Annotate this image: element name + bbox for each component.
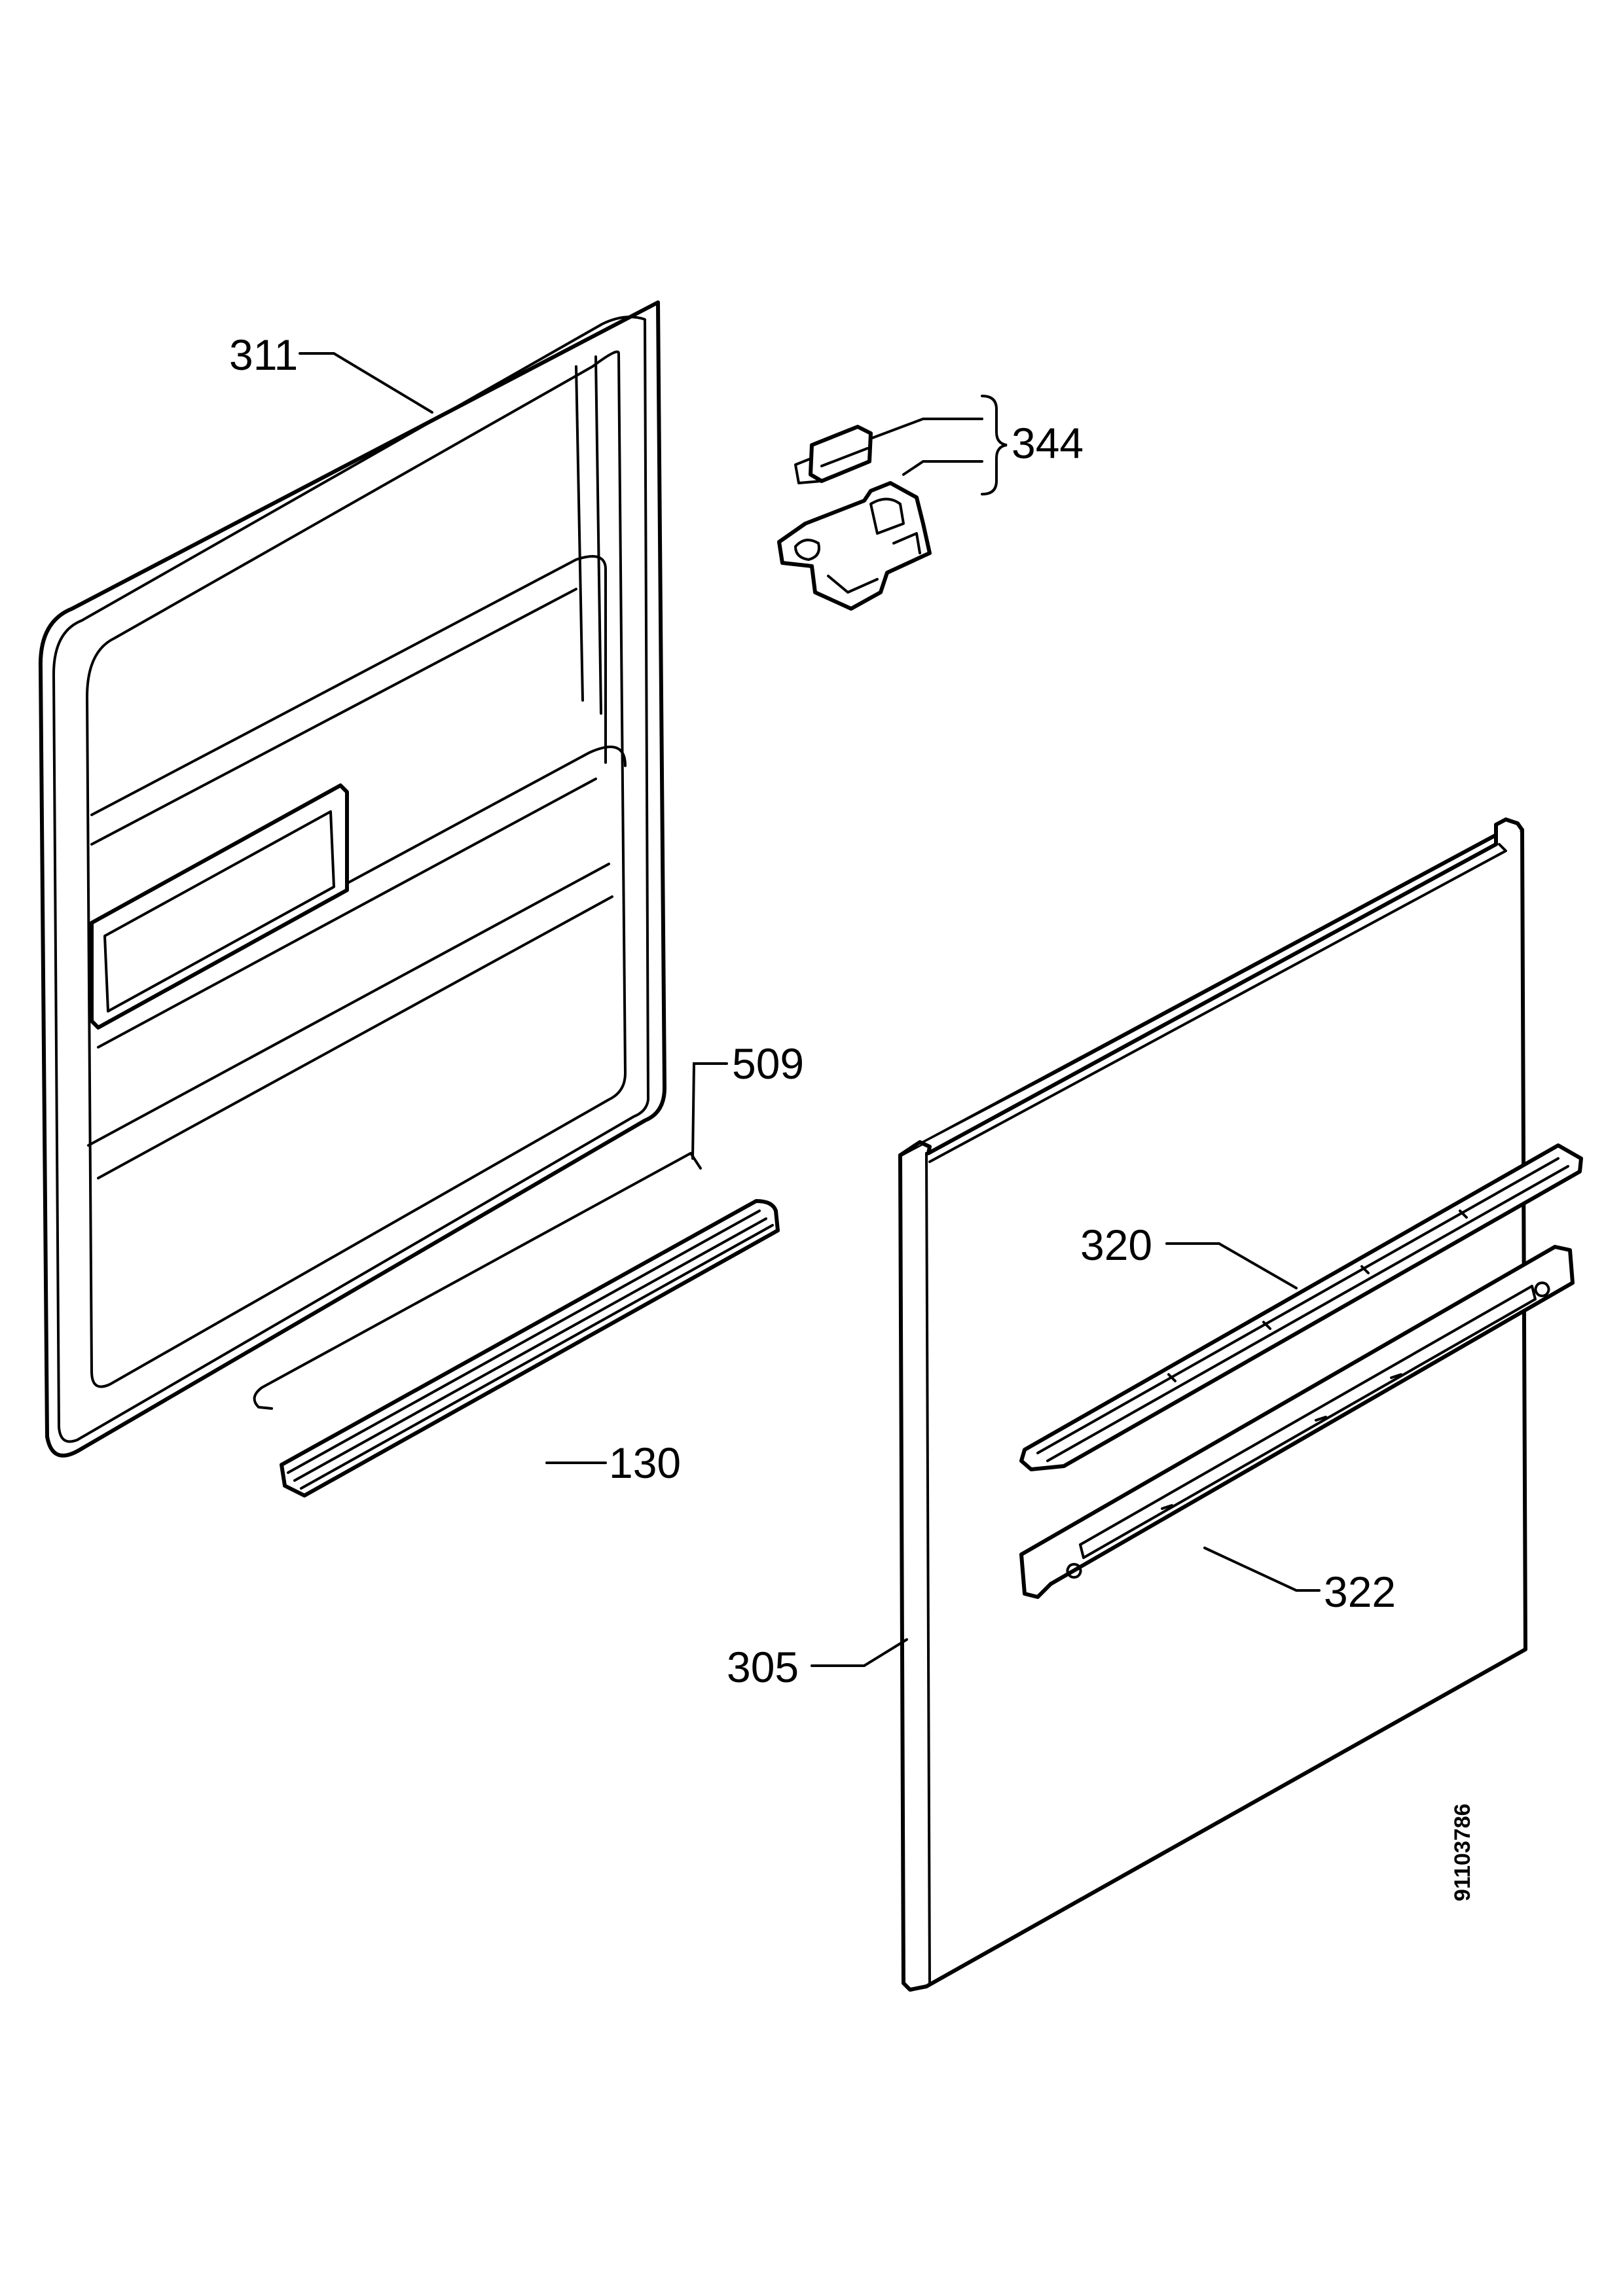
inner-door-recess: [86, 350, 627, 1388]
latch-clip-face: [794, 447, 869, 484]
dispenser-window-inner: [103, 810, 335, 1013]
leader-344-bracket: [981, 395, 1008, 495]
inner-door-panel: [38, 300, 666, 1458]
callout-311: 311: [229, 331, 298, 379]
outer-panel-top-inner: [928, 843, 1507, 1163]
leader-305: [811, 1638, 908, 1667]
callout-labels: 311 344 509 130 320 322 305 91103786: [229, 331, 1475, 1901]
leader-322: [1203, 1547, 1321, 1592]
inner-door-lower-step: [90, 745, 627, 1022]
callout-509: 509: [732, 1039, 804, 1088]
leader-509: [691, 1062, 728, 1160]
inner-door-lower-step-edge: [97, 778, 597, 1049]
latch-bracket-detail: [794, 497, 921, 594]
callout-130: 130: [609, 1439, 681, 1487]
upper-rail-channel: [1036, 1157, 1569, 1462]
callout-344: 344: [1012, 419, 1084, 467]
inner-door-inner-frame: [575, 355, 602, 715]
outer-panel-edge: [925, 1152, 931, 1984]
inner-door-rim: [52, 315, 649, 1443]
outer-panel-top-edge: [898, 817, 1524, 1157]
leader-344-bottom: [902, 460, 983, 476]
leader-320: [1165, 1242, 1298, 1289]
latch-clip: [809, 425, 873, 483]
inner-door-upper-step-edge: [90, 588, 577, 846]
leader-344-top: [869, 418, 983, 440]
drawing-code: 91103786: [1450, 1804, 1475, 1901]
seal-strip-groove: [287, 1210, 774, 1490]
leader-311: [299, 352, 433, 414]
mounting-rail-lower: [1019, 1245, 1575, 1599]
wire-rod: [253, 1152, 702, 1410]
callout-305: 305: [727, 1643, 799, 1691]
wire-rod-body: [253, 1152, 702, 1410]
latch-assembly: [777, 425, 932, 611]
leader-lines: [299, 352, 1321, 1667]
upper-rail-screws: [1167, 1210, 1468, 1382]
upper-rail-body: [1019, 1143, 1583, 1471]
inner-door-rib: [87, 863, 610, 1147]
seal-strip-body: [280, 1199, 780, 1498]
outer-door-panel: [898, 817, 1527, 1992]
callout-320: 320: [1080, 1221, 1152, 1269]
callout-322: 322: [1324, 1568, 1396, 1616]
dispenser-window: [90, 783, 349, 1030]
seal-strip: [280, 1199, 780, 1498]
lower-rail-holes: [1066, 1282, 1550, 1579]
lower-rail-slot: [1079, 1285, 1537, 1559]
inner-door-rib-edge: [97, 895, 613, 1179]
latch-bracket: [777, 481, 932, 611]
mounting-rail-upper: [1019, 1143, 1583, 1471]
outer-panel-face: [898, 826, 1527, 1992]
